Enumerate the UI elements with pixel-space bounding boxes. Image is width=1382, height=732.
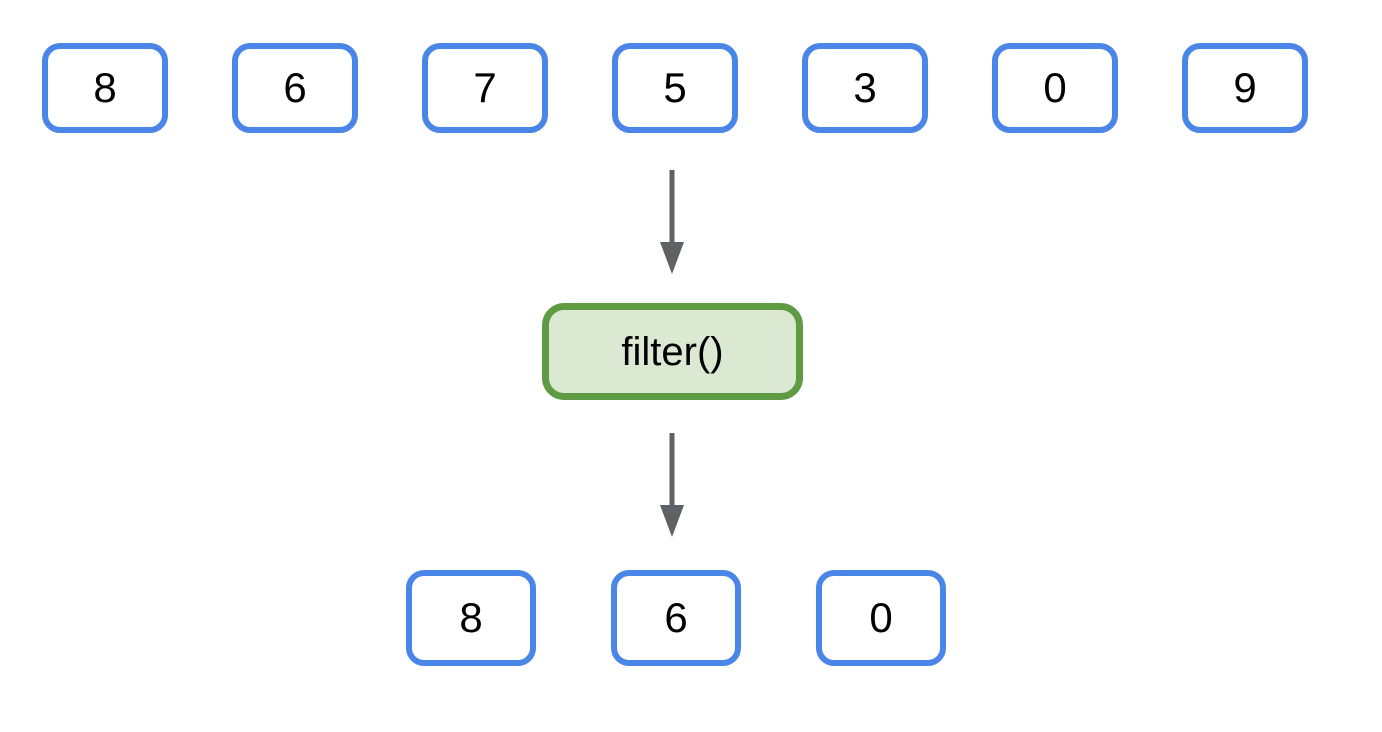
filter-operation-label: filter() bbox=[621, 329, 724, 374]
down-arrow-icon bbox=[659, 433, 685, 537]
input-box: 6 bbox=[232, 43, 358, 133]
input-box: 3 bbox=[802, 43, 928, 133]
input-box: 9 bbox=[1182, 43, 1308, 133]
output-box: 0 bbox=[816, 570, 946, 666]
input-box: 8 bbox=[42, 43, 168, 133]
input-box: 5 bbox=[612, 43, 738, 133]
input-box: 0 bbox=[992, 43, 1118, 133]
filter-operation-box: filter() bbox=[542, 303, 803, 400]
input-box: 7 bbox=[422, 43, 548, 133]
down-arrow-icon bbox=[659, 170, 685, 274]
output-row: 8 6 0 bbox=[406, 570, 946, 666]
output-box: 6 bbox=[611, 570, 741, 666]
input-row: 8 6 7 5 3 0 9 bbox=[42, 43, 1308, 133]
output-box: 8 bbox=[406, 570, 536, 666]
